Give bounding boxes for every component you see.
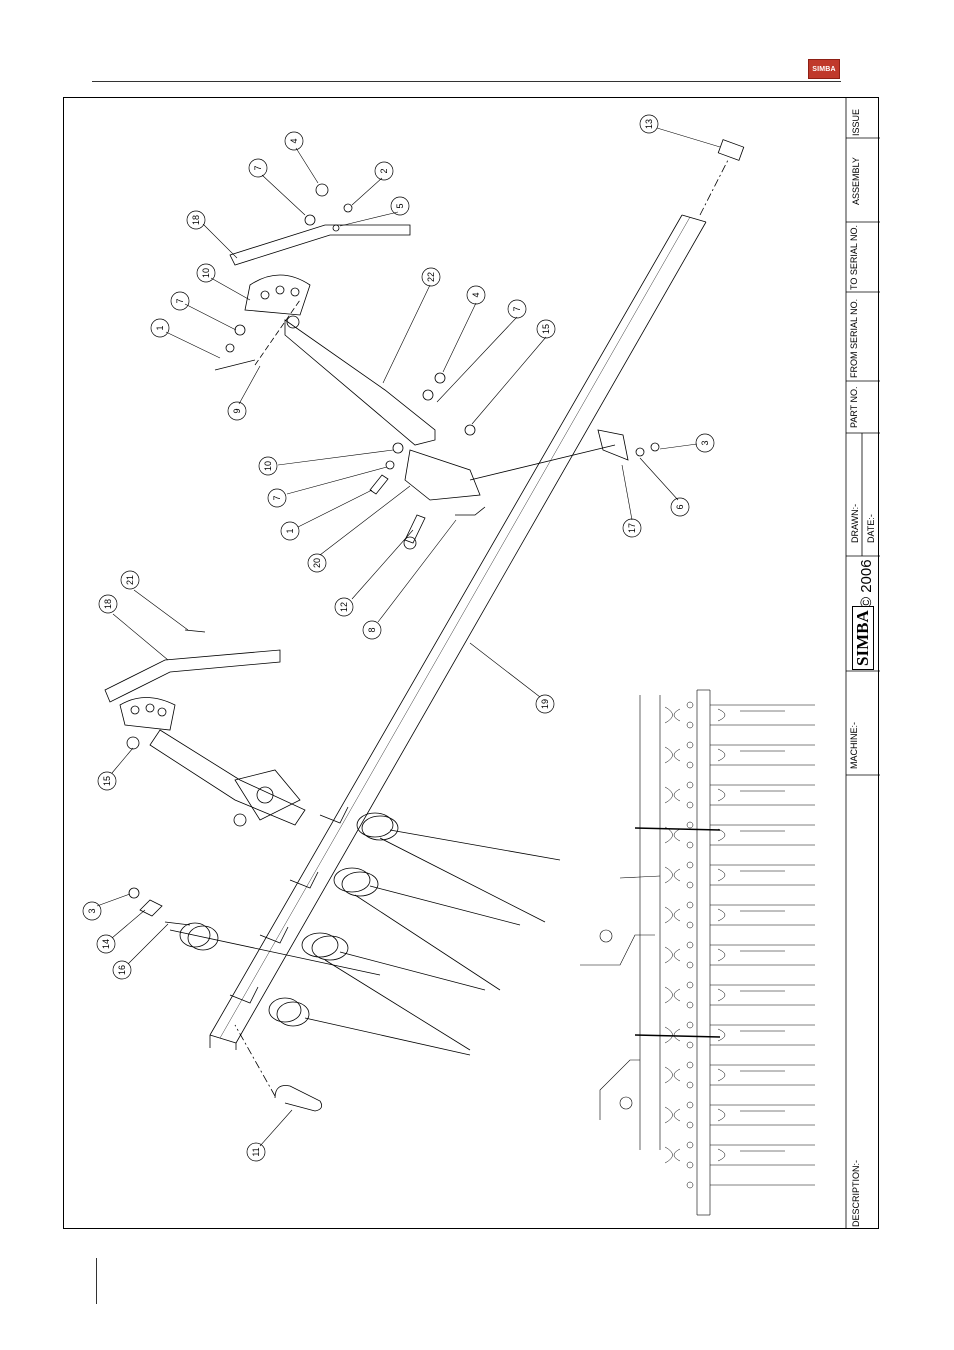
balloon-22: 22 <box>422 268 440 286</box>
tube-clamps <box>230 807 348 1003</box>
balloon-20: 20 <box>308 554 326 572</box>
balloon-18: 18 <box>99 595 117 613</box>
balloon-18: 18 <box>187 211 205 229</box>
balloon-3: 3 <box>83 902 101 920</box>
balloon-17: 17 <box>623 519 641 537</box>
drawn-label: DRAWN:- <box>850 504 860 543</box>
balloon-7: 7 <box>508 300 526 318</box>
from-serial-label: FROM SERIAL NO. <box>849 299 859 378</box>
balloon-19: 19 <box>536 695 554 713</box>
copyright-text: © 2006 <box>858 559 875 608</box>
balloon-14: 14 <box>97 935 115 953</box>
balloon-12: 12 <box>335 598 353 616</box>
balloon-6: 6 <box>671 498 689 516</box>
hook-part <box>275 1086 322 1112</box>
balloon-11: 11 <box>247 1143 265 1161</box>
brand-logo: SIMBA <box>852 606 874 670</box>
assembly-label: ASSEMBLY <box>851 157 861 205</box>
balloon-5: 5 <box>391 197 409 215</box>
balloon-15: 15 <box>537 320 555 338</box>
end-cap <box>718 140 743 161</box>
leader-lines <box>97 128 720 1146</box>
tine-assemblies <box>165 813 560 1055</box>
centre-line <box>700 160 728 215</box>
machine-overview <box>580 690 720 1215</box>
balloon-1: 1 <box>281 522 299 540</box>
balloon-4: 4 <box>285 132 303 150</box>
balloon-13: 13 <box>640 115 658 133</box>
balloon-15: 15 <box>98 772 116 790</box>
balloon-2: 2 <box>375 162 393 180</box>
left-bracket-assembly <box>105 630 305 826</box>
balloon-9: 9 <box>228 402 246 420</box>
balloon-10: 10 <box>259 457 277 475</box>
balloon-7: 7 <box>171 292 189 310</box>
balloon-7: 7 <box>249 159 267 177</box>
part-balloons <box>83 115 714 1161</box>
to-serial-label: TO SERIAL NO. <box>849 225 859 290</box>
balloon-4: 4 <box>467 286 485 304</box>
balloon-10: 10 <box>197 264 215 282</box>
machine-label: MACHINE:- <box>849 722 859 769</box>
upper-bracket-assembly <box>215 184 475 445</box>
description-label: DESCRIPTION:- <box>851 1160 861 1227</box>
balloon-16: 16 <box>113 961 131 979</box>
issue-label: ISSUE <box>851 109 861 136</box>
part-no-label: PART NO. <box>849 386 859 428</box>
balloon-1: 1 <box>151 319 169 337</box>
balloon-3: 3 <box>696 434 714 452</box>
balloon-8: 8 <box>363 621 381 639</box>
mid-bracket-assembly <box>370 430 659 549</box>
balloon-21: 21 <box>121 571 139 589</box>
overview-tine-rows <box>665 702 815 1188</box>
balloon-7: 7 <box>268 489 286 507</box>
date-label: DATE:- <box>866 514 876 543</box>
